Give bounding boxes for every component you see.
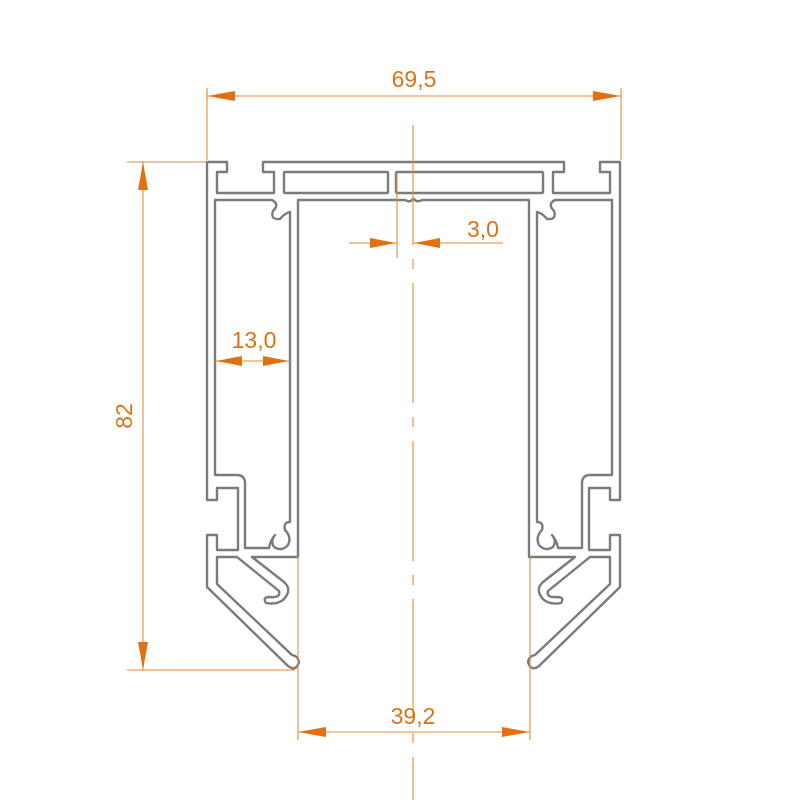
dimension-opening-width: 39,2	[297, 556, 531, 740]
overall-height-label: 82	[111, 403, 137, 429]
dimension-overall-width: 69,5	[206, 66, 622, 160]
side-chamber-width-label: 13,0	[232, 327, 277, 353]
dimension-slot-width: 3,0	[349, 172, 503, 258]
dimension-side-chamber-width: 13,0	[215, 327, 290, 366]
dimension-overall-height: 82	[111, 161, 295, 671]
top-slot-right	[394, 170, 545, 195]
top-slot-left	[282, 170, 390, 195]
opening-width-label: 39,2	[391, 703, 436, 729]
profile-outline	[205, 160, 622, 670]
slot-width-label: 3,0	[467, 216, 499, 242]
overall-width-label: 69,5	[392, 66, 437, 92]
